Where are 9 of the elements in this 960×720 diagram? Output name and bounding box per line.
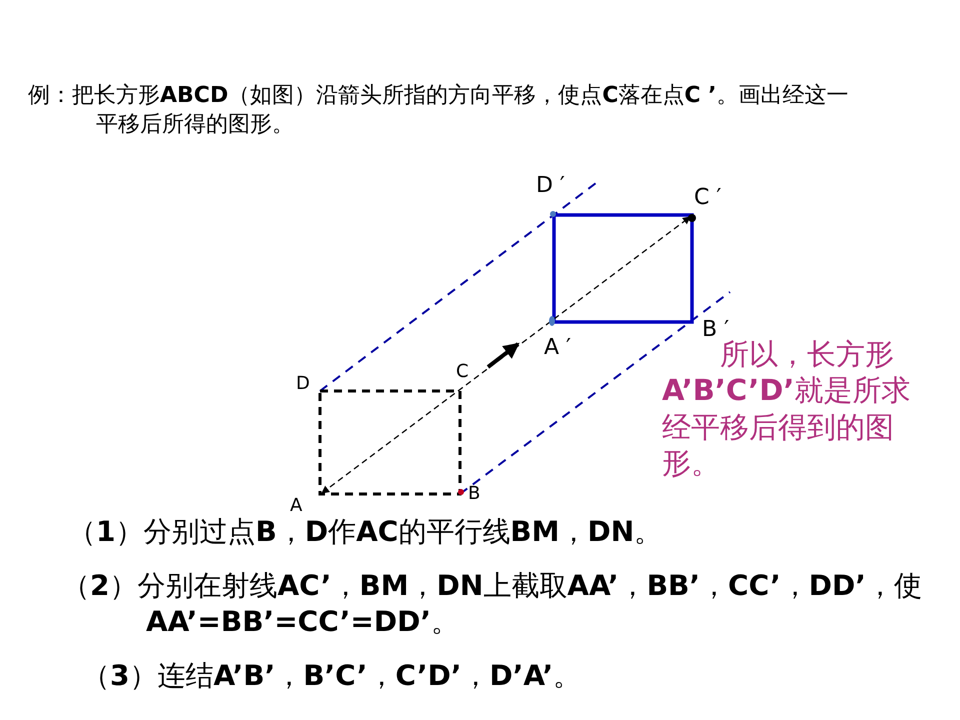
construction-step: （2）分别在射线AC’，BM，DN上截取AA’，BB’，CC’，DD’，使AA’=BB’=CC’=DD’。 — [62, 568, 960, 641]
point-label: D — [296, 372, 310, 396]
problem-statement: 例：把长方形ABCD（如图）沿箭头所指的方向平移，使点C落在点C ’。画出经这一平移后所得的图形。 — [28, 82, 850, 139]
point-label: C ′ — [694, 184, 722, 212]
point-label: B — [468, 482, 480, 506]
point-label: C — [456, 360, 469, 384]
construction-step: （3）连结A’B’，B’C’，C’D’，D’A’。 — [82, 658, 942, 694]
point-label: A ′ — [544, 334, 572, 362]
point-label: D ′ — [536, 172, 565, 200]
